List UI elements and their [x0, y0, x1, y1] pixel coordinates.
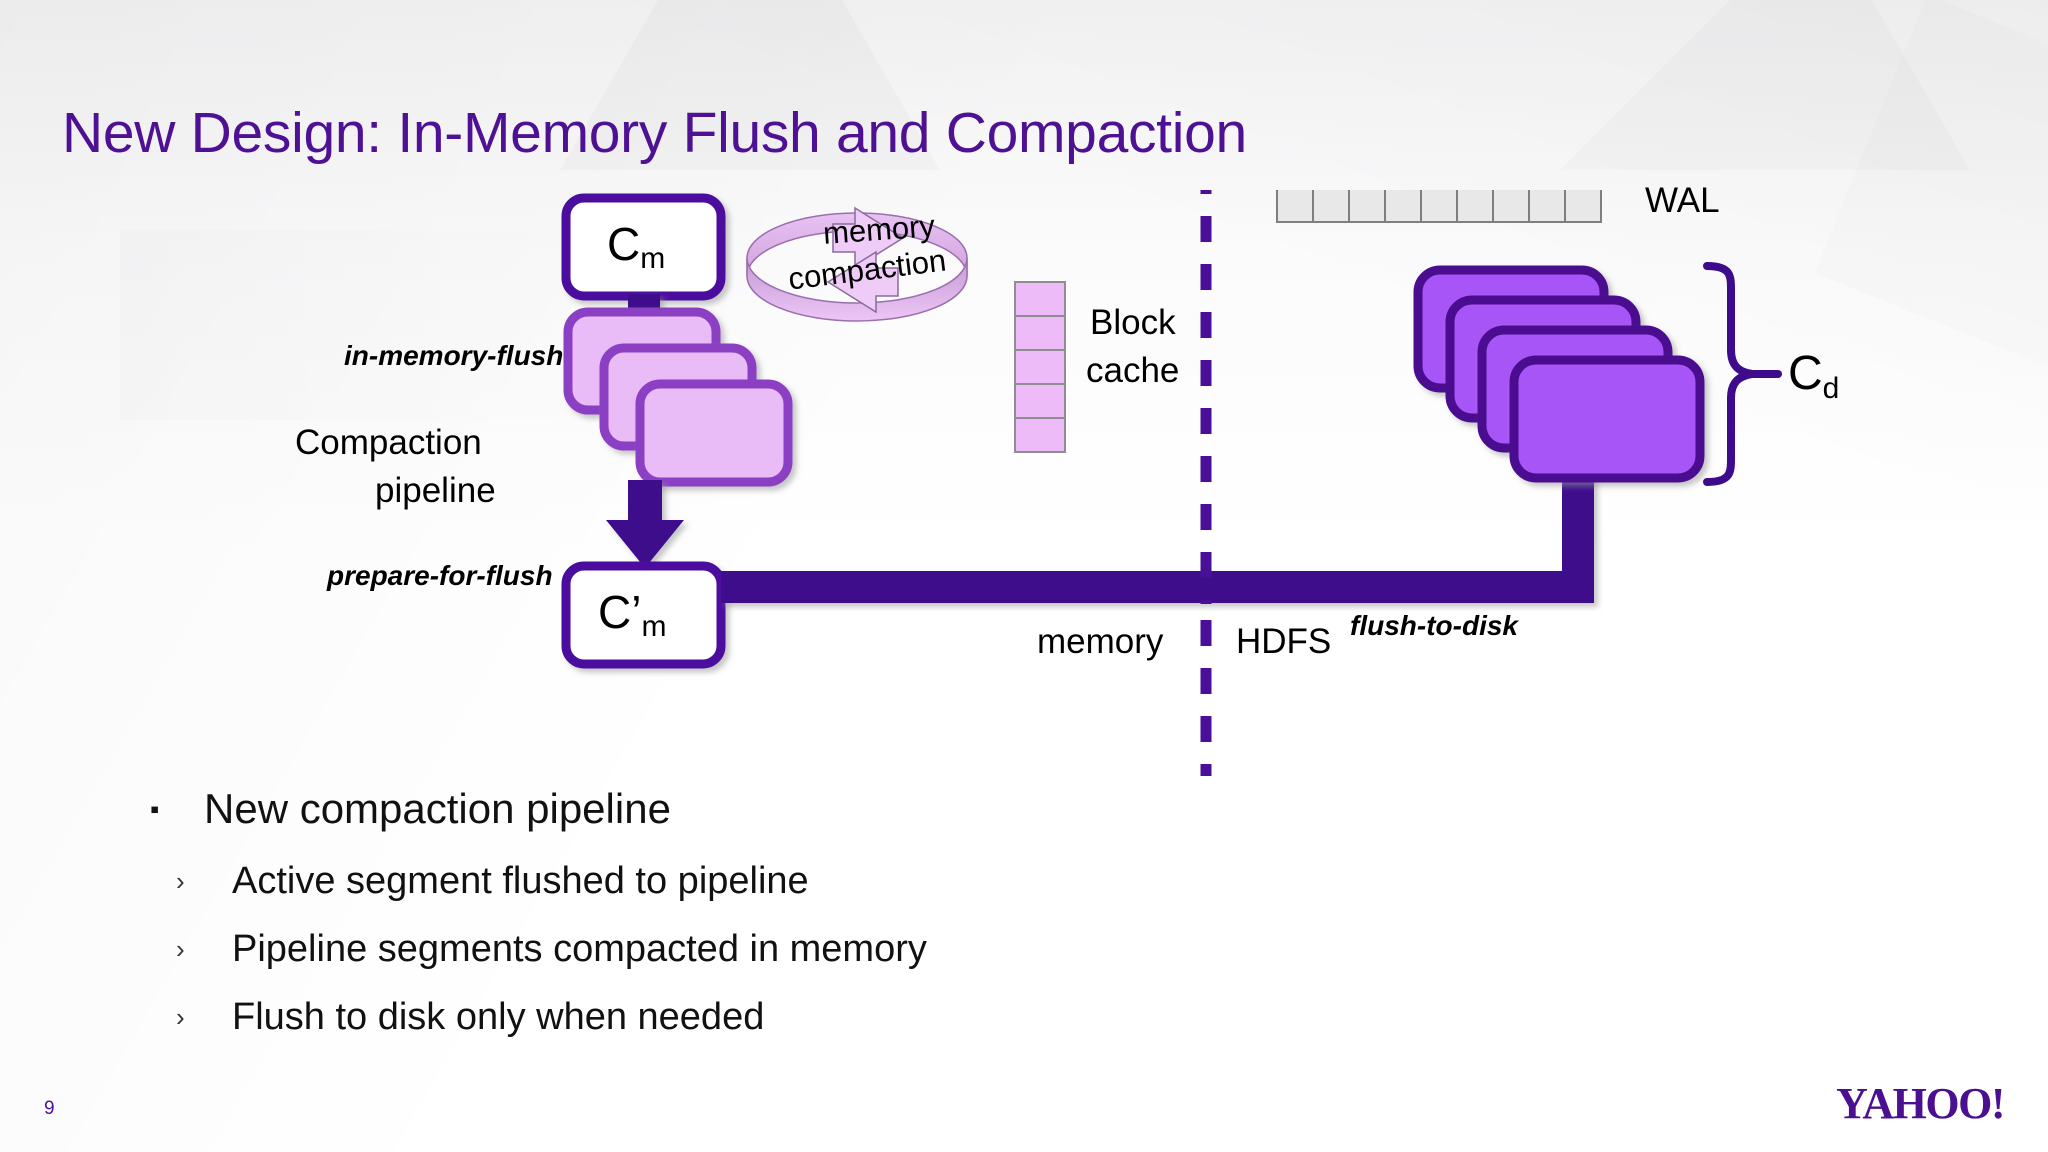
- label-block-cache-line1: Block: [1090, 303, 1176, 342]
- cm-box-label: Cm: [607, 218, 666, 275]
- cd-label: Cd: [1788, 347, 1840, 405]
- slide-number: 9: [44, 1098, 55, 1119]
- bullet-text: Pipeline segments compacted in memory: [232, 928, 927, 970]
- flush-to-disk-path: [721, 368, 1620, 603]
- label-prepare-for-flush: prepare-for-flush: [327, 560, 553, 591]
- prepare-for-flush-arrow: [606, 480, 684, 568]
- label-block-cache-line2: cache: [1086, 351, 1180, 390]
- pipeline-segment-3: [635, 379, 793, 487]
- bullet-marker-icon: ›: [176, 1002, 185, 1032]
- label-hdfs: HDFS: [1236, 622, 1332, 661]
- wal-cells: [1276, 190, 1602, 223]
- bullet-list: ▪ New compaction pipeline › Active segment …: [150, 782, 1650, 1052]
- label-compaction-pipeline-line2: pipeline: [375, 471, 496, 510]
- list-item: › Active segment flushed to pipeline: [176, 848, 1650, 914]
- label-compaction-pipeline-line1: Compaction: [295, 423, 482, 462]
- background-shape-2: [1560, 0, 1970, 170]
- label-wal: WAL: [1645, 181, 1720, 220]
- bullet-marker-icon: ›: [176, 866, 185, 896]
- bullet-marker-icon: ▪: [150, 794, 160, 824]
- memory-compaction-ring: [746, 206, 968, 322]
- cm-prime-box-label: C’m: [598, 586, 667, 643]
- bullet-marker-icon: ›: [176, 934, 185, 964]
- cm-prime-box: [561, 561, 726, 669]
- page-title: New Design: In-Memory Flush and Compacti…: [62, 101, 1247, 165]
- label-flush-to-disk: flush-to-disk: [1350, 610, 1518, 641]
- bullet-text: Flush to disk only when needed: [232, 996, 765, 1038]
- bullet-text: New compaction pipeline: [204, 785, 671, 832]
- bullet-text: Active segment flushed to pipeline: [232, 860, 809, 902]
- cd-brace: [1703, 262, 1782, 486]
- cd-segment-4: [1509, 355, 1705, 483]
- list-item: ▪ New compaction pipeline: [150, 782, 1650, 836]
- label-memory: memory: [1037, 622, 1164, 661]
- architecture-diagram: Cm C’m Cd memory compaction in-memory-fl…: [0, 181, 2048, 790]
- block-cache-stack: [1014, 281, 1066, 453]
- list-item: › Pipeline segments compacted in memory: [176, 916, 1650, 982]
- yahoo-logo: YAHOO!: [1836, 1079, 2005, 1128]
- label-in-memory-flush: in-memory-flush: [344, 340, 564, 371]
- list-item: › Flush to disk only when needed: [176, 984, 1650, 1050]
